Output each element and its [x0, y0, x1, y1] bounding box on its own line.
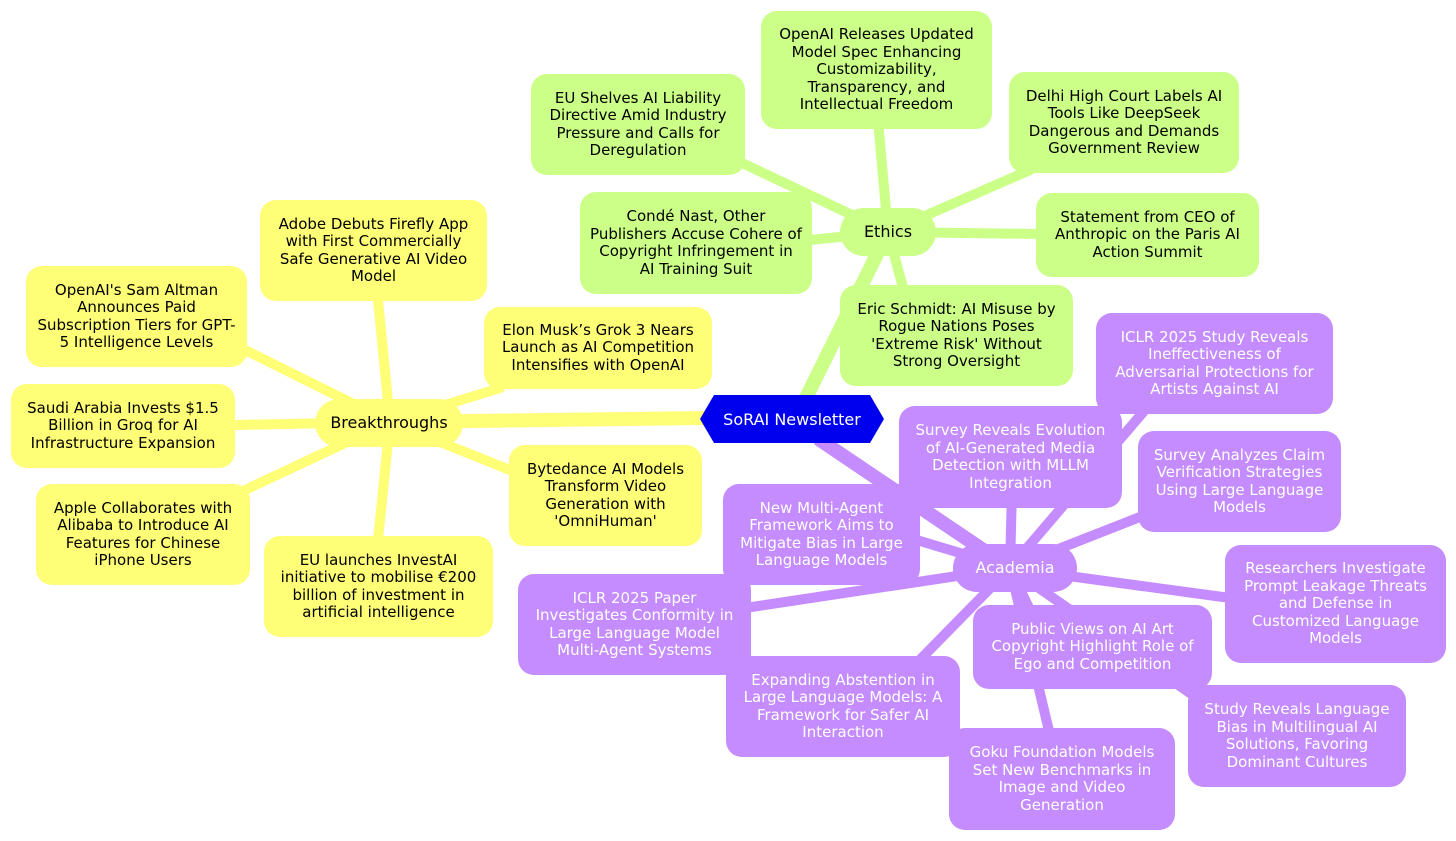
breakthroughs-topic: OpenAI's Sam Altman Announces Paid Subsc…	[26, 266, 247, 367]
breakthroughs-topic: Saudi Arabia Invests $1.5 Billion in Gro…	[11, 384, 235, 468]
breakthroughs-topic: Bytedance AI Models Transform Video Gene…	[509, 445, 702, 546]
ethics-topic: Condé Nast, Other Publishers Accuse Cohe…	[580, 192, 812, 294]
ethics-topic: Statement from CEO of Anthropic on the P…	[1036, 193, 1259, 277]
academia-topic: Public Views on AI Art Copyright Highlig…	[973, 605, 1212, 689]
academia-topic: Goku Foundation Models Set New Benchmark…	[949, 728, 1175, 830]
academia-topic: ICLR 2025 Paper Investigates Conformity …	[518, 574, 751, 675]
academia-topic: Researchers Investigate Prompt Leakage T…	[1225, 545, 1446, 663]
academia-topic: Expanding Abstention in Large Language M…	[726, 656, 960, 757]
ethics-topic: Delhi High Court Labels AI Tools Like De…	[1009, 72, 1239, 173]
breakthroughs-topic: EU launches InvestAI initiative to mobil…	[264, 536, 493, 637]
breakthroughs-topic: Apple Collaborates with Alibaba to Intro…	[36, 484, 250, 585]
ethics-topic: Eric Schmidt: AI Misuse by Rogue Nations…	[840, 285, 1073, 386]
center-node-shape	[700, 395, 884, 443]
breakthroughs-topic: Adobe Debuts Firefly App with First Comm…	[260, 200, 487, 301]
branch-ethics: Ethics	[840, 208, 936, 256]
academia-topic: Survey Reveals Evolution of AI-Generated…	[899, 406, 1122, 508]
academia-topic: New Multi-Agent Framework Aims to Mitiga…	[723, 484, 920, 585]
academia-topic: Survey Analyzes Claim Verification Strat…	[1138, 431, 1341, 532]
center-node: SoRAI Newsletter	[723, 409, 861, 429]
ethics-topic: EU Shelves AI Liability Directive Amid I…	[531, 74, 745, 175]
branch-breakthroughs: Breakthroughs	[315, 399, 463, 447]
breakthroughs-topic: Elon Musk’s Grok 3 Nears Launch as AI Co…	[484, 307, 712, 389]
academia-topic: ICLR 2025 Study Reveals Ineffectiveness …	[1096, 313, 1333, 414]
ethics-topic: OpenAI Releases Updated Model Spec Enhan…	[761, 11, 992, 129]
academia-topic: Study Reveals Language Bias in Multiling…	[1188, 685, 1406, 787]
branch-academia: Academia	[953, 544, 1077, 592]
